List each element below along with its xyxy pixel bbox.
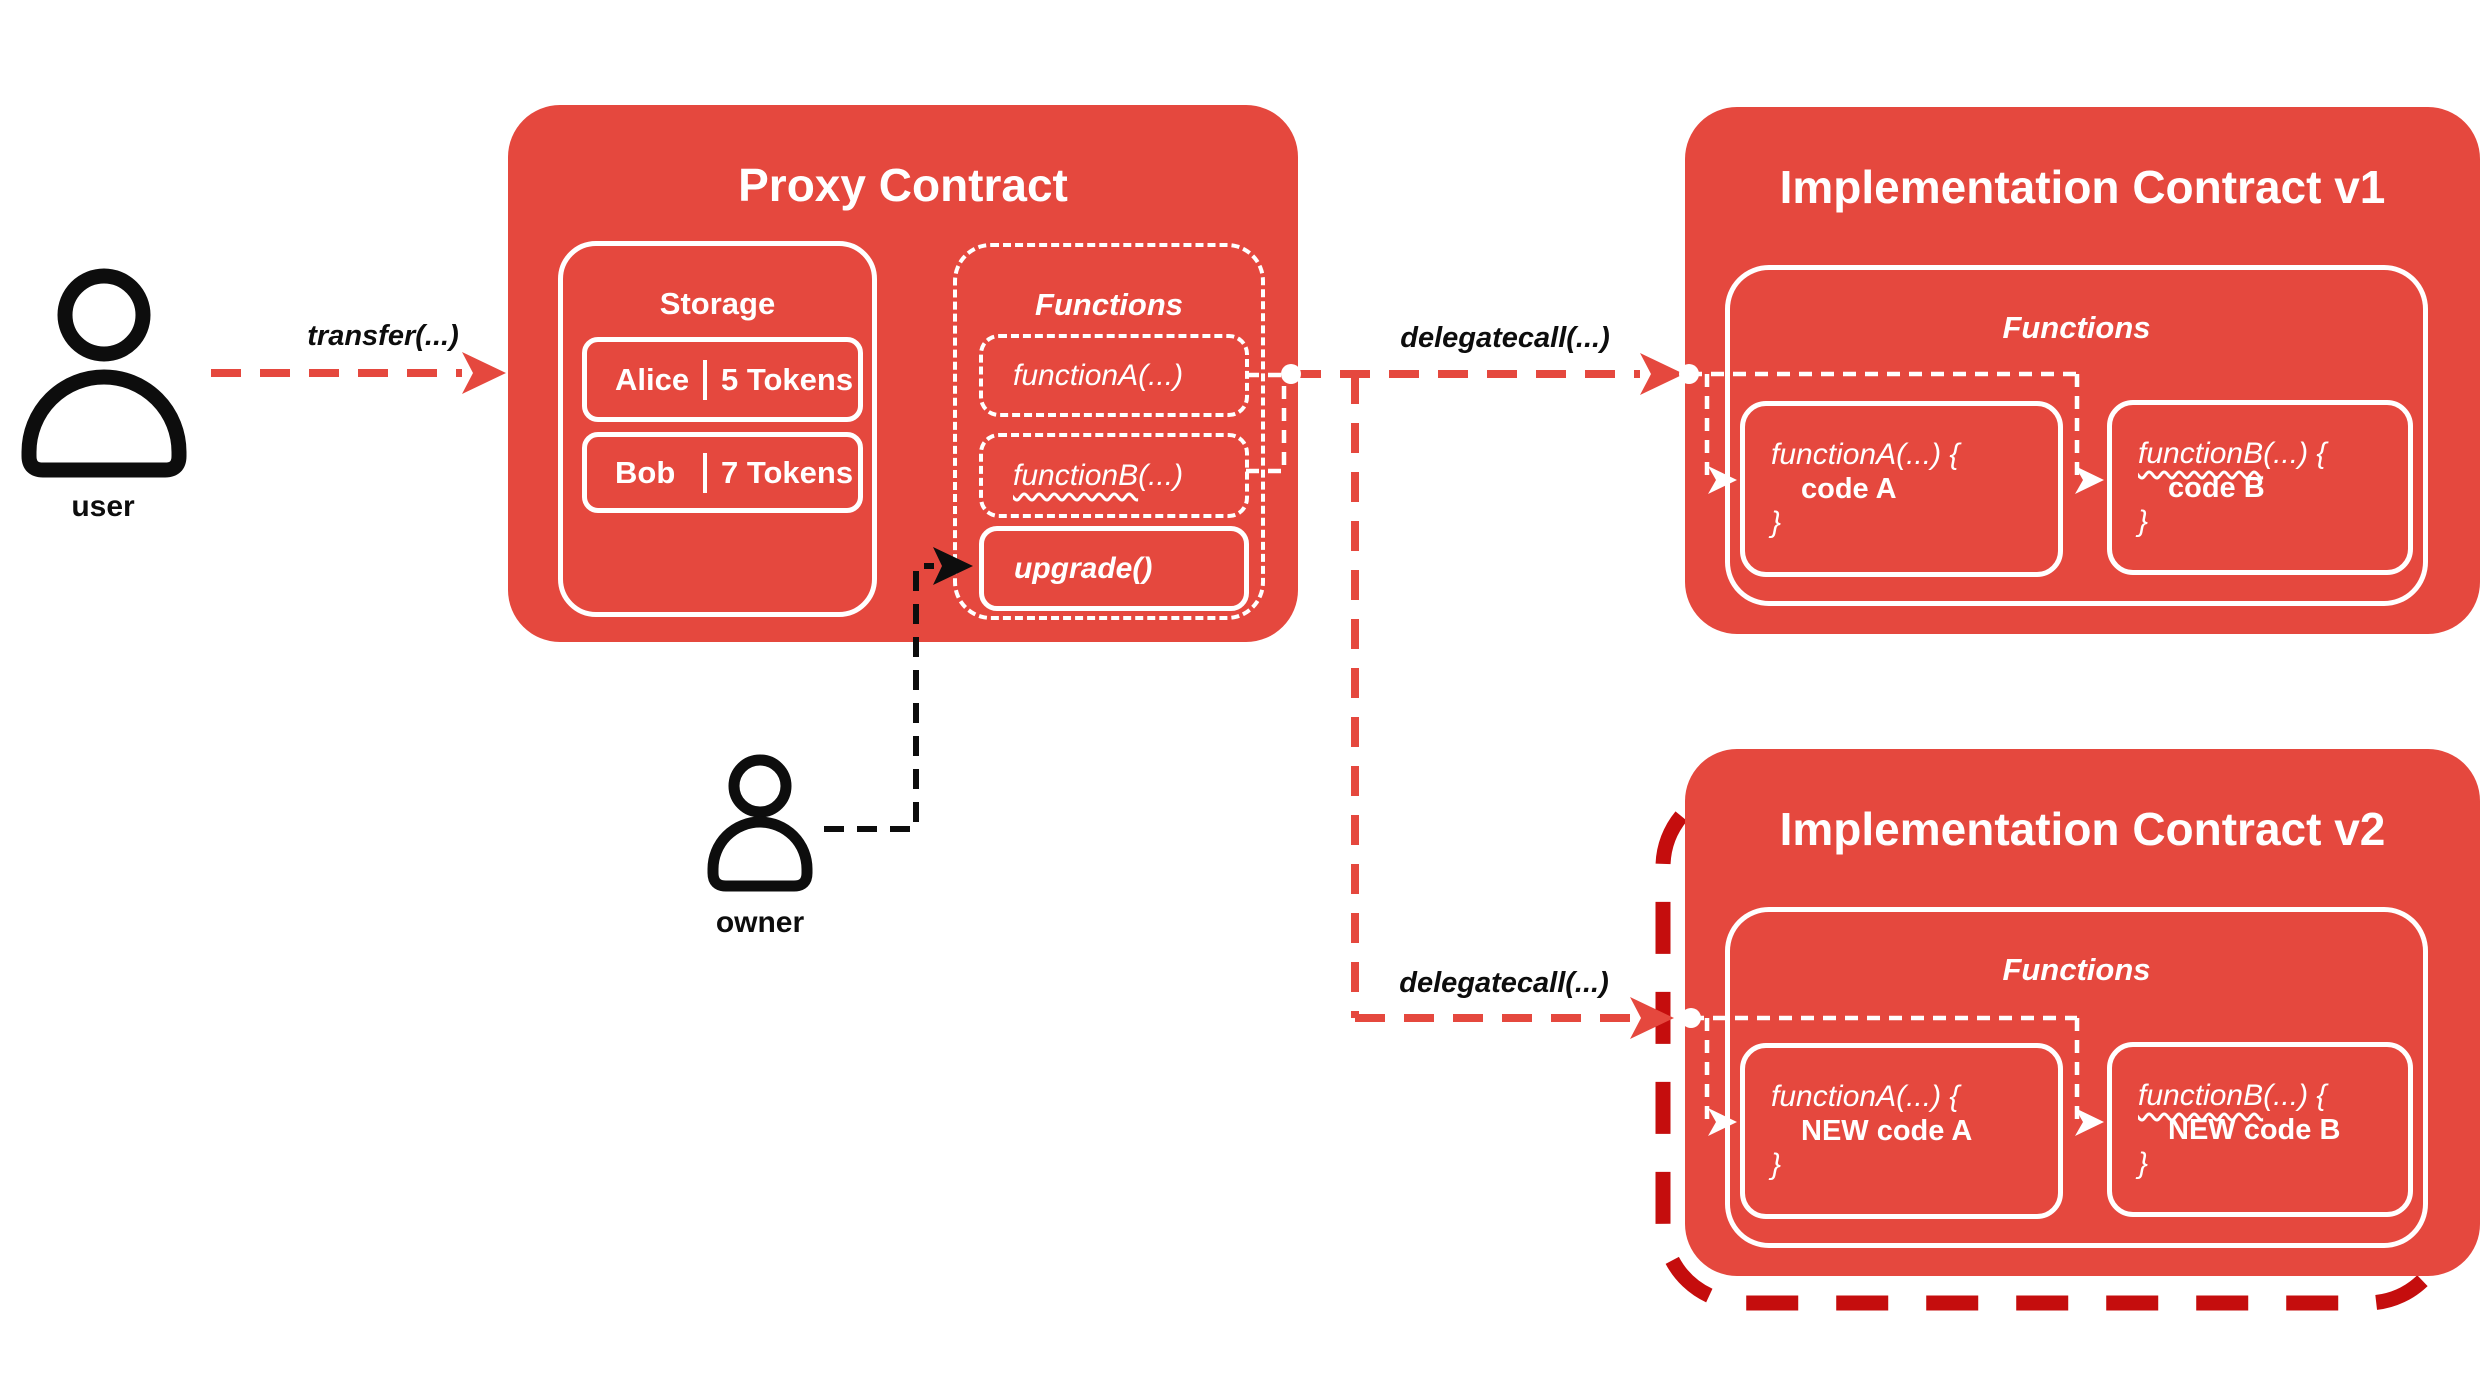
impl-v1-functions-title: Functions: [2002, 310, 2151, 345]
proxy-functionA-box: functionA(...): [979, 334, 1249, 417]
impl-v1-functionB-close: }: [2138, 504, 2149, 538]
impl-v1-functionB-signature: functionB(...) {: [2138, 437, 2408, 471]
delegatecall-v1-label: delegatecall(...): [1400, 322, 1610, 354]
impl-v2-functionB-close: }: [2138, 1146, 2149, 1180]
user-label: user: [71, 490, 135, 523]
proxy-functionB-label: functionB: [1013, 458, 1139, 492]
v2-entry-dot: [1681, 1008, 1701, 1028]
impl-v1-functionB-name: functionB: [2138, 436, 2264, 470]
impl-v1-functionB-body: code B: [2168, 471, 2265, 504]
proxy-storage-box: Storage Alice 5 Tokens Bob 7 Tokens: [558, 241, 877, 617]
owner-label: owner: [715, 906, 805, 939]
v1-functionA-arrowhead: [1708, 466, 1737, 494]
proxy-functionB-args: (...): [1138, 458, 1184, 492]
storage-row-divider: [703, 452, 707, 493]
v2-functionA-arrowhead: [1708, 1108, 1737, 1136]
v2-functionB-arrowhead: [2075, 1108, 2104, 1136]
delegatecall-v2-label: delegatecall(...): [1399, 967, 1609, 999]
storage-row-name: Bob: [615, 454, 676, 490]
impl-v1-functionB-args: (...) {: [2263, 436, 2327, 470]
impl-v1-box: Implementation Contract v1 Functions fun…: [1685, 107, 2480, 634]
v1-functionB-arrowhead: [2075, 466, 2104, 494]
impl-v2-title: Implementation Contract v2: [1779, 803, 2386, 855]
impl-v2-functionB-body: NEW code B: [2168, 1113, 2341, 1146]
impl-v1-functionA-box: functionA(...) { code A }: [1740, 401, 2063, 577]
proxy-functionB-connector: [1246, 378, 1287, 474]
impl-v2-functionB-args: (...) {: [2263, 1078, 2327, 1112]
storage-row-alice: Alice 5 Tokens: [582, 337, 863, 422]
impl-v2-functionB-box: functionB(...) { NEW code B }: [2107, 1042, 2413, 1217]
proxy-upgrade-label: upgrade(): [1014, 551, 1153, 585]
impl-v2-functions-box: Functions functionA(...) { NEW code A } …: [1725, 907, 2428, 1248]
storage-row-value: 7 Tokens: [721, 454, 854, 490]
impl-v2-functionA-signature: functionA(...) {: [1771, 1080, 1960, 1113]
owner-icon: [707, 754, 813, 892]
owner-upgrade-line: [824, 563, 934, 832]
storage-row-bob: Bob 7 Tokens: [582, 432, 863, 513]
proxy-exit-dot: [1281, 364, 1301, 384]
impl-v2-functions-title: Functions: [2002, 952, 2151, 987]
impl-v1-functionB-box: functionB(...) { code B }: [2107, 400, 2413, 575]
impl-v2-functionA-box: functionA(...) { NEW code A }: [1740, 1043, 2063, 1219]
impl-v2-box: Implementation Contract v2 Functions fun…: [1685, 749, 2480, 1276]
v1-entry-dot: [1679, 364, 1699, 384]
proxy-storage-title: Storage: [659, 286, 776, 321]
delegatecall-v1-arrowhead: [1640, 353, 1684, 395]
impl-v1-functionA-signature: functionA(...) {: [1771, 438, 1960, 471]
v1-functionB-connector: [2074, 374, 2080, 483]
proxy-upgrade-box: upgrade(): [979, 526, 1249, 611]
owner-upgrade-arrowhead: [933, 547, 973, 585]
delegatecall-v2-arrowhead: [1630, 997, 1674, 1039]
storage-row-value: 5 Tokens: [721, 361, 854, 397]
transfer-arrowhead: [462, 352, 506, 394]
proxy-functions-box: Functions functionA(...) functionB(...) …: [953, 243, 1265, 620]
user-icon: [21, 268, 187, 478]
impl-v2-functionB-name: functionB: [2138, 1078, 2264, 1112]
storage-row-divider: [703, 359, 707, 400]
impl-v2-functionB-signature: functionB(...) {: [2138, 1079, 2408, 1113]
v1-functionA-connector: [1704, 374, 1710, 483]
proxy-functionA-label: functionA(...): [1013, 358, 1184, 392]
proxy-functionB-box: functionB(...): [979, 433, 1249, 518]
proxy-contract-box: Proxy Contract Storage Alice 5 Tokens Bo…: [508, 105, 1298, 642]
proxy-functions-title: Functions: [1034, 287, 1184, 322]
transfer-call-label: transfer(...): [307, 320, 459, 352]
v2-functionA-connector: [1704, 1018, 1710, 1125]
storage-row-name: Alice: [615, 361, 690, 397]
impl-v2-functionA-body: NEW code A: [1801, 1115, 1973, 1147]
impl-v1-functionA-body: code A: [1801, 473, 1897, 505]
impl-v1-title: Implementation Contract v1: [1779, 161, 2386, 213]
impl-v1-functionA-close: }: [1771, 506, 1782, 539]
impl-v2-functionA-close: }: [1771, 1148, 1782, 1181]
impl-v1-functions-box: Functions functionA(...) { code A } func…: [1725, 265, 2428, 606]
proxy-contract-title: Proxy Contract: [738, 159, 1068, 211]
v2-functionB-connector: [2074, 1018, 2080, 1125]
